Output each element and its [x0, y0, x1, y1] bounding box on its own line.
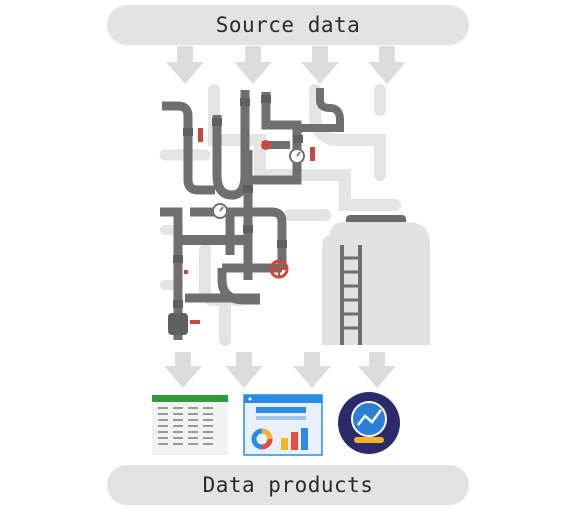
data-products-label: Data products — [202, 473, 374, 497]
source-data-banner: Source data — [107, 5, 469, 45]
down-arrow-icon — [358, 352, 396, 388]
pressure-gauge-icon — [212, 203, 228, 219]
pipe-joints — [168, 95, 303, 335]
down-arrow-icon — [368, 46, 406, 84]
down-arrow-icon — [293, 352, 331, 388]
pressure-gauge-icon — [289, 148, 305, 164]
down-arrow-icon — [164, 352, 202, 388]
source-data-label: Source data — [215, 13, 361, 37]
valve-icon — [310, 147, 315, 161]
pipeline-icon — [160, 88, 344, 340]
valve-icon — [198, 128, 203, 142]
valve-icon — [190, 320, 200, 324]
valve-icon — [269, 259, 289, 279]
storage-tank-icon — [322, 215, 430, 345]
insight-badge-icon — [338, 392, 400, 454]
dashboard-icon — [243, 394, 323, 456]
spreadsheet-icon — [152, 395, 228, 455]
down-arrow-icon — [301, 46, 339, 84]
data-products-banner: Data products — [107, 465, 469, 505]
down-arrow-icon — [234, 46, 272, 84]
valve-icon — [261, 140, 271, 150]
down-arrow-icon — [225, 352, 263, 388]
valve-icon — [184, 270, 188, 274]
down-arrow-icon — [166, 46, 204, 84]
